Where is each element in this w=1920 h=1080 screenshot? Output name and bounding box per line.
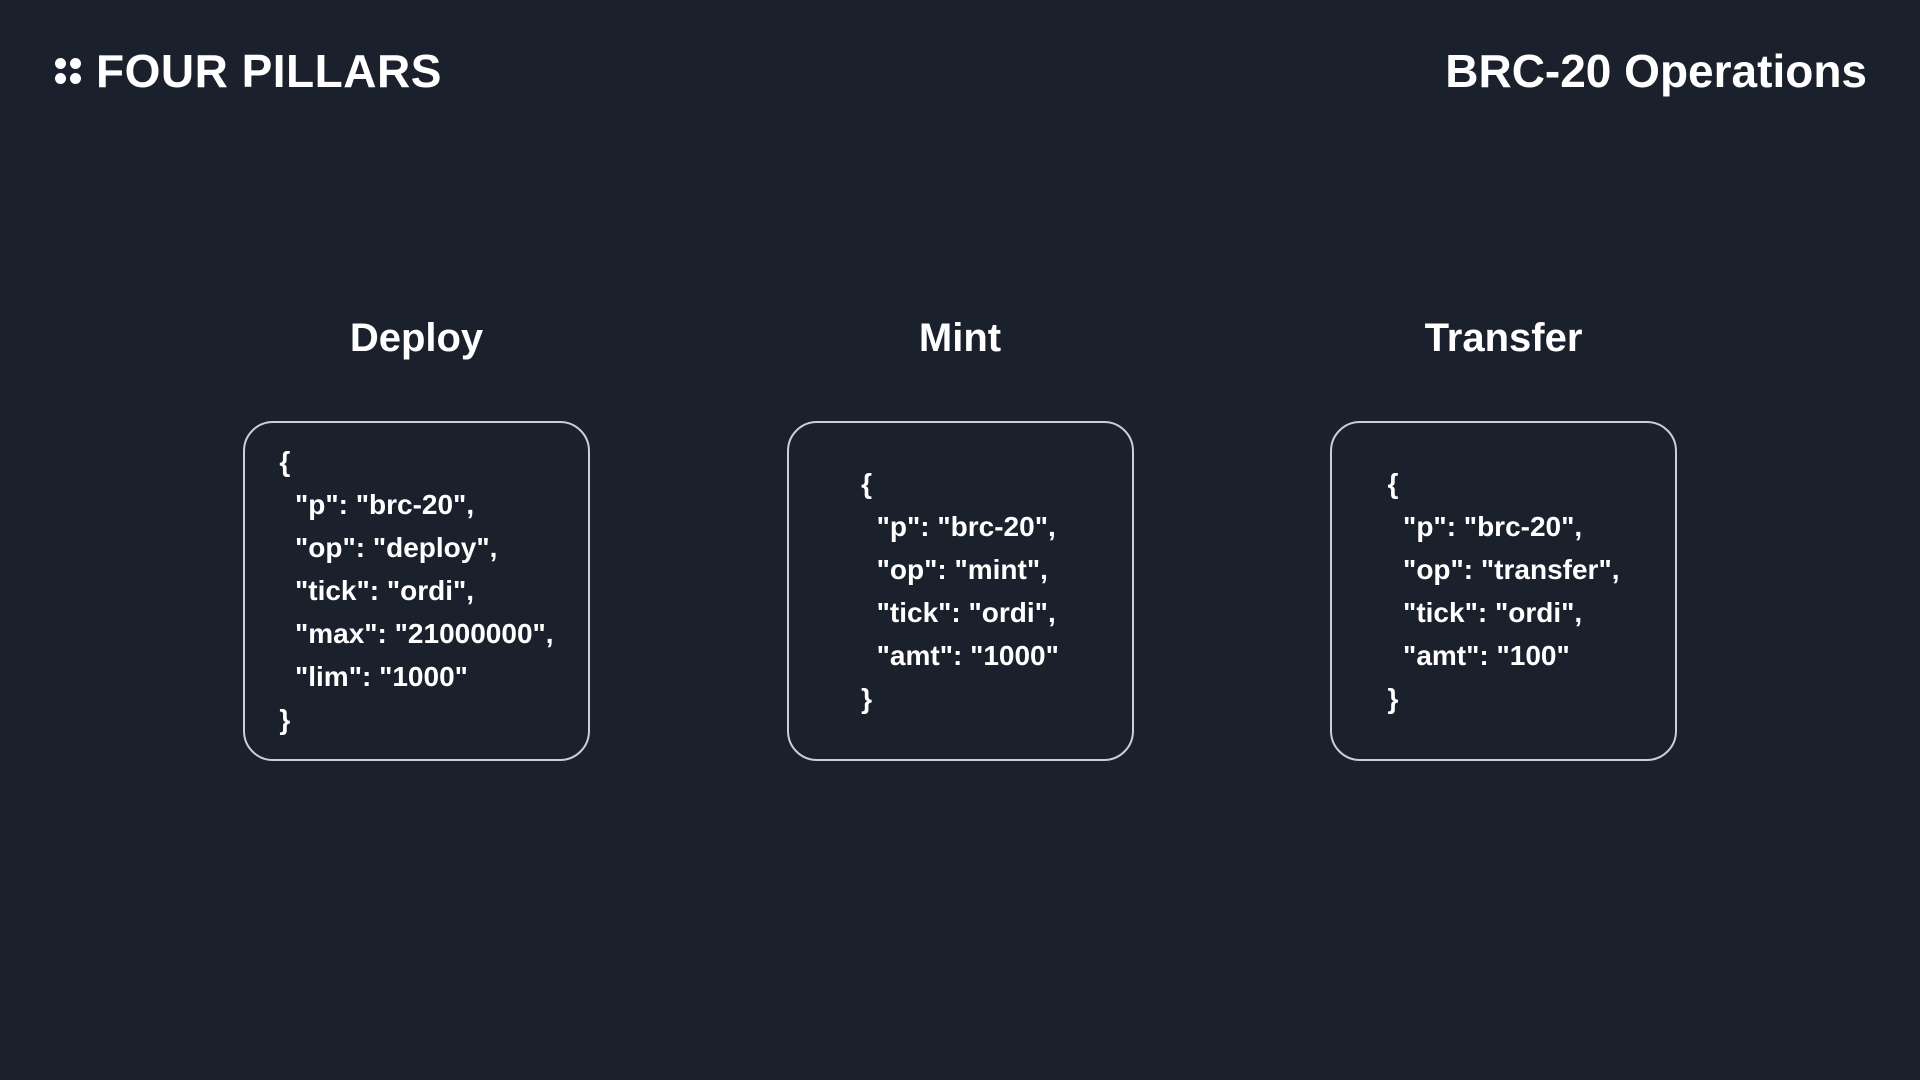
code-block-transfer: { "p": "brc-20", "op": "transfer", "tick… [1387, 467, 1620, 714]
operation-heading-mint: Mint [918, 315, 1002, 360]
logo-dot [70, 58, 81, 70]
code-card-transfer: { "p": "brc-20", "op": "transfer", "tick… [1330, 420, 1677, 761]
operation-heading-transfer: Transfer [1424, 315, 1583, 360]
operation-column-deploy: Deploy { "p": "brc-20", "op": "deploy", … [243, 311, 590, 761]
logo-dot [55, 58, 66, 70]
code-block-mint: { "p": "brc-20", "op": "mint", "tick": "… [861, 467, 1059, 714]
operations-row: Deploy { "p": "brc-20", "op": "deploy", … [0, 311, 1920, 761]
logo-dot [70, 73, 81, 85]
code-block-deploy: { "p": "brc-20", "op": "deploy", "tick":… [279, 446, 554, 736]
header: FOUR PILLARS BRC-20 Operations [0, 0, 1920, 97]
code-card-deploy: { "p": "brc-20", "op": "deploy", "tick":… [243, 420, 590, 761]
operation-heading-deploy: Deploy [349, 315, 484, 360]
logo-dot [55, 73, 66, 85]
page-title: BRC-20 Operations [1445, 45, 1867, 97]
code-card-mint: { "p": "brc-20", "op": "mint", "tick": "… [786, 420, 1134, 761]
operation-column-mint: Mint { "p": "brc-20", "op": "mint", "tic… [786, 311, 1134, 761]
operation-column-transfer: Transfer { "p": "brc-20", "op": "transfe… [1330, 311, 1677, 761]
brand-name: FOUR PILLARS [96, 45, 442, 97]
four-dots-icon [55, 58, 81, 85]
brand: FOUR PILLARS [55, 46, 442, 97]
